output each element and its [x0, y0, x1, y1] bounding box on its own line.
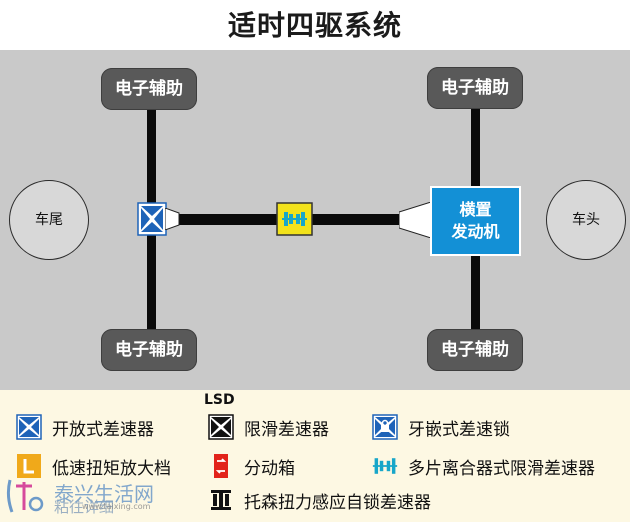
legend-low-range-label: 低速扭矩放大档 [52, 458, 171, 479]
wheel-front-top: 电子辅助 [427, 67, 523, 109]
legend-open-diff: 开放式差速器 [16, 413, 154, 441]
legend-multi-plate: 多片离合器式限滑差速器 [372, 452, 595, 480]
legend-dog-clutch-label: 牙嵌式差速锁 [408, 419, 510, 440]
engine-label-line2: 发动机 [451, 222, 500, 241]
drivetrain-diagram: 电子辅助 电子辅助 电子辅助 电子辅助 车尾 车头 横置 发动机 [0, 50, 630, 390]
rear-open-differential-icon [137, 202, 167, 236]
legend-transfer-case: 分动箱 [208, 452, 295, 480]
legend-torsen: 托森扭力感应自锁差速器 [208, 486, 431, 514]
open-differential-icon [16, 414, 42, 440]
legend-lsd-label: 限滑差速器 [244, 419, 329, 440]
legend-multi-plate-label: 多片离合器式限滑差速器 [408, 458, 595, 479]
watermark-site-name: 泰兴生活网 [54, 482, 154, 506]
watermark-url: www.taixing.com [82, 502, 151, 511]
engine-label-line1: 横置 [459, 200, 492, 219]
legend-dog-clutch: 牙嵌式差速锁 [372, 413, 510, 441]
front-end-circle: 车头 [546, 180, 626, 260]
multi-plate-clutch-icon [372, 458, 398, 474]
watermark-partial-text: 粘往详细 [54, 498, 115, 516]
torsen-differential-icon [211, 490, 231, 510]
rear-diff-housing [165, 208, 180, 230]
legend-lsd: 限滑差速器 [208, 413, 329, 441]
legend-transfer-case-label: 分动箱 [244, 458, 295, 479]
limited-slip-differential-icon [208, 414, 234, 440]
center-coupling-icon [276, 202, 313, 236]
low-range-gear-icon [17, 454, 41, 478]
transverse-engine: 横置 发动机 [430, 186, 521, 256]
front-diff-housing [399, 202, 432, 238]
page-title: 适时四驱系统 [0, 0, 630, 50]
transfer-case-icon [214, 454, 228, 478]
legend-low-range: 低速扭矩放大档 [16, 452, 171, 480]
legend-torsen-label: 托森扭力感应自锁差速器 [244, 492, 431, 513]
rear-end-circle: 车尾 [9, 180, 89, 260]
lsd-badge: LSD [204, 392, 235, 408]
dog-clutch-lock-icon [372, 414, 398, 440]
wheel-rear-bottom: 电子辅助 [101, 329, 197, 371]
legend-open-diff-label: 开放式差速器 [52, 419, 154, 440]
legend: 开放式差速器 LSD 限滑差速器 牙嵌式差速锁 低速扭矩放大档 [0, 390, 630, 522]
watermark-logo-icon [6, 479, 44, 513]
wheel-rear-top: 电子辅助 [101, 68, 197, 110]
wheel-front-bottom: 电子辅助 [427, 329, 523, 371]
